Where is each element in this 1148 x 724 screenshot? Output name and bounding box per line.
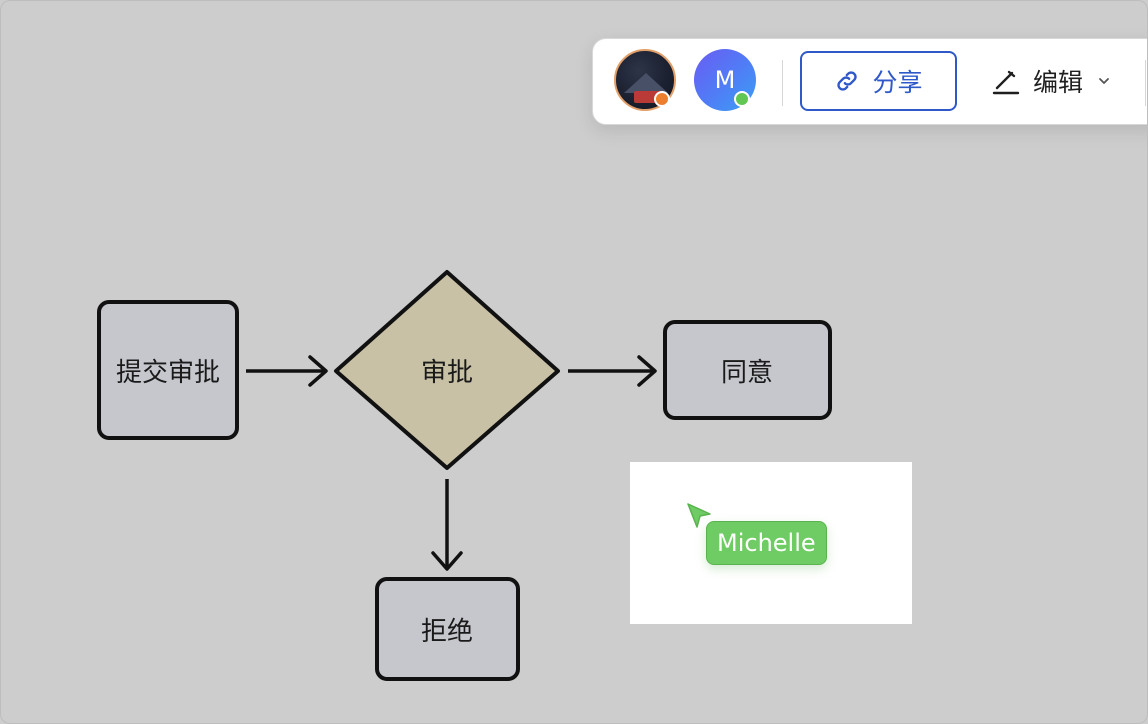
cursor-arrow-icon (686, 502, 714, 534)
collaborator-cursor-card: Michelle (630, 462, 912, 624)
link-icon (834, 68, 860, 94)
status-dot-away (654, 91, 670, 107)
avatar-initial-letter: M (714, 66, 736, 94)
collaborator-name-tag: Michelle (706, 521, 827, 565)
node-submit-label: 提交审批 (116, 358, 220, 388)
toolbar-divider (782, 60, 783, 106)
node-approval-decision[interactable]: 审批 (334, 270, 560, 470)
node-submit-approval[interactable]: 提交审批 (97, 300, 239, 440)
edit-mode-dropdown[interactable]: 编辑 (991, 51, 1113, 111)
arrow-approval-to-reject (431, 479, 463, 571)
node-agree[interactable]: 同意 (663, 320, 832, 420)
status-dot-online (734, 91, 750, 107)
avatar-photo[interactable] (614, 49, 676, 111)
share-button-label: 分享 (872, 68, 923, 97)
node-reject-label: 拒绝 (421, 617, 473, 647)
chevron-down-icon (1095, 72, 1113, 90)
arrow-submit-to-approval (246, 355, 328, 387)
arrow-approval-to-agree (568, 355, 657, 387)
toolbar-divider-right (1145, 60, 1146, 106)
node-approval-label: 审批 (421, 358, 473, 388)
pen-icon (991, 66, 1021, 96)
avatar-landscape-image (624, 73, 668, 93)
share-button[interactable]: 分享 (800, 51, 957, 111)
edit-button-label: 编辑 (1033, 68, 1084, 97)
node-agree-label: 同意 (721, 358, 773, 388)
top-toolbar: M 分享 编辑 (592, 38, 1147, 125)
node-reject[interactable]: 拒绝 (375, 577, 520, 681)
